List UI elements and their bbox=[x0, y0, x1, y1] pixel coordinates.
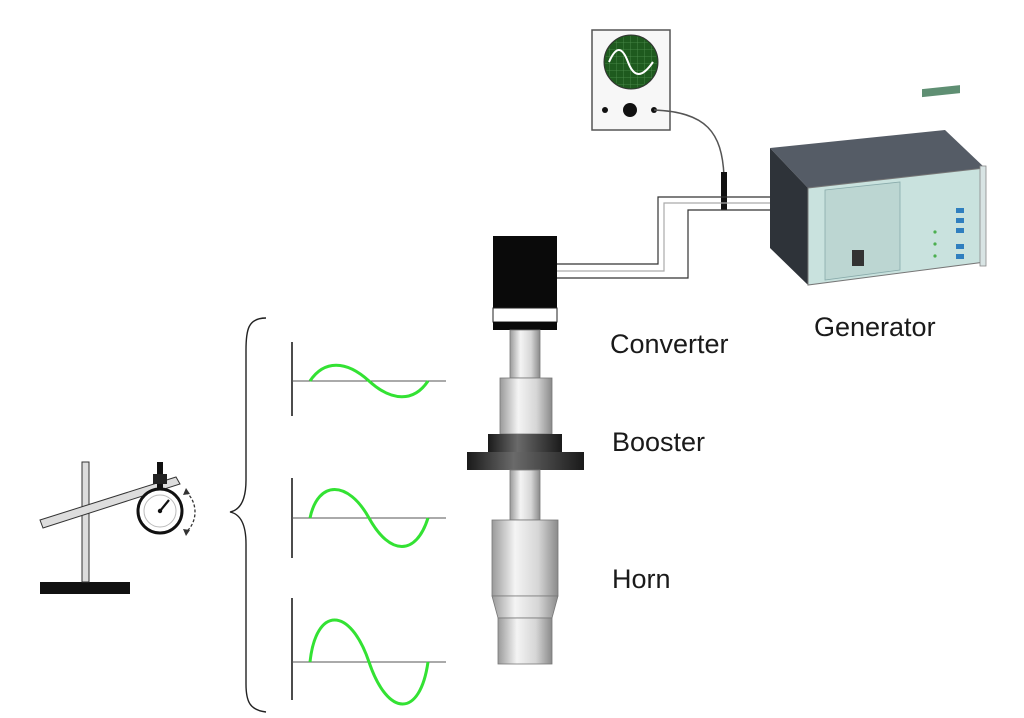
oscilloscope-knob-left bbox=[602, 107, 608, 113]
generator-label: Generator bbox=[814, 312, 936, 342]
generator-display bbox=[922, 85, 960, 98]
booster-ring-top bbox=[488, 434, 562, 452]
gauge-rotation-arrow bbox=[185, 491, 196, 533]
horn-upper bbox=[491, 519, 559, 597]
horn-tip bbox=[497, 617, 553, 665]
booster-lower bbox=[509, 469, 541, 521]
stand-pole bbox=[81, 461, 90, 583]
wave-booster bbox=[291, 478, 446, 558]
horn-taper bbox=[491, 595, 559, 619]
wave-horn bbox=[291, 598, 446, 706]
generator-buttons bbox=[956, 208, 964, 259]
generator-top bbox=[770, 130, 985, 188]
signal-cables bbox=[557, 196, 770, 279]
converter-icon bbox=[492, 236, 558, 330]
booster-ring bbox=[467, 452, 584, 470]
generator-side bbox=[770, 148, 808, 285]
horn-label: Horn bbox=[612, 564, 671, 594]
converter-label: Converter bbox=[610, 329, 729, 359]
converter-band bbox=[492, 307, 558, 323]
stand-base bbox=[40, 582, 130, 594]
booster-upper bbox=[499, 377, 553, 435]
oscilloscope-trace bbox=[608, 49, 654, 75]
stand-arm bbox=[39, 476, 181, 529]
converter-shaft bbox=[509, 329, 541, 379]
brace-icon bbox=[229, 317, 267, 713]
probe-clip bbox=[721, 172, 727, 210]
wave-converter bbox=[291, 342, 446, 416]
dial-gauge-icon bbox=[39, 461, 196, 594]
amplitude-waves bbox=[291, 342, 446, 706]
oscilloscope-grid bbox=[605, 36, 657, 88]
generator-rack-icon bbox=[770, 85, 987, 286]
generator-left-module bbox=[824, 181, 901, 281]
booster-horn-stack bbox=[467, 329, 584, 665]
generator-rack-ear bbox=[979, 165, 987, 267]
converter-body bbox=[493, 236, 557, 308]
generator-leds bbox=[933, 230, 937, 258]
oscilloscope-icon bbox=[591, 29, 671, 131]
probe-cable bbox=[653, 109, 725, 177]
gauge-clamp bbox=[153, 474, 167, 484]
converter-base bbox=[493, 322, 557, 330]
oscilloscope-knob-center bbox=[623, 103, 637, 117]
gauge-needle bbox=[159, 499, 170, 512]
generator-power-switch bbox=[852, 250, 864, 266]
booster-label: Booster bbox=[612, 427, 706, 457]
